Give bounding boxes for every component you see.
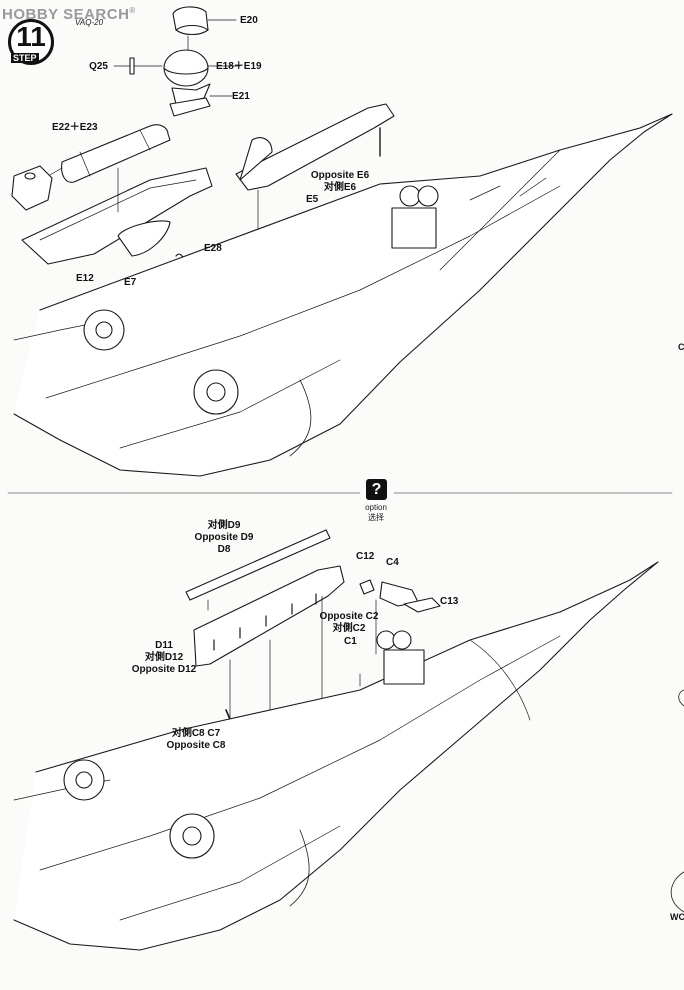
- fairing-e6: [235, 103, 395, 191]
- step-badge: 11 STEP: [8, 19, 62, 73]
- step-number: 11: [16, 21, 46, 52]
- fuselage-lower: [13, 561, 659, 951]
- edge-mark-wc: WC: [670, 912, 684, 922]
- pod-nose-e20: [172, 6, 237, 36]
- pod-mount-e21: [169, 83, 233, 117]
- label-c1: C1: [344, 636, 357, 647]
- label-e20: E20: [240, 15, 258, 26]
- edge-fragment: [678, 689, 684, 707]
- nose-gear-upper: [391, 185, 439, 249]
- label-zh-d12: 对側D12: [144, 652, 184, 663]
- panel-d8: [193, 565, 345, 667]
- nose-gear-lower: [376, 630, 425, 685]
- step-word: STEP: [11, 53, 39, 63]
- panel-d9: [185, 529, 331, 601]
- label-opposite-d9: Opposite D9: [194, 532, 254, 543]
- label-c13: C13: [440, 596, 459, 607]
- part-q25: [113, 57, 163, 75]
- option-label: option 选择: [365, 503, 387, 523]
- main-wheel-right: [193, 369, 239, 415]
- fuselage-upper: [13, 113, 673, 477]
- main-wheel-left: [83, 309, 125, 351]
- label-opposite-d12: Opposite D12: [131, 664, 197, 675]
- main-wheel-lower-left: [63, 759, 105, 801]
- label-c12: C12: [356, 551, 375, 562]
- top-note: VAQ-20: [75, 18, 104, 27]
- label-opposite-c8: Opposite C8: [166, 740, 226, 751]
- part-c13: [403, 597, 441, 613]
- label-zh-d9: 对側D9: [207, 520, 241, 531]
- label-e21: E21: [232, 91, 250, 102]
- label-zh-c8-c7: 对側C8 C7: [171, 728, 221, 739]
- option-icon: ?: [366, 479, 387, 500]
- label-e18-e19: E18＋E19: [216, 61, 262, 72]
- tank-endcap: [11, 165, 53, 211]
- label-q25: Q25: [89, 61, 108, 72]
- panel-e12: [21, 167, 213, 265]
- label-e12: E12: [76, 273, 94, 284]
- option-label-zh: 选择: [367, 513, 384, 522]
- part-c12: [359, 579, 375, 595]
- label-zh-e6: 对側E6: [323, 182, 357, 193]
- label-e7: E7: [124, 277, 137, 288]
- fuel-tank-e22-e23: [61, 124, 171, 183]
- label-opposite-c2: Opposite C2: [319, 611, 379, 622]
- label-c4: C4: [386, 557, 399, 568]
- label-opposite-e6: Opposite E6: [310, 170, 370, 181]
- edge-mark-c: C: [678, 342, 684, 352]
- main-wheel-lower-right: [169, 813, 215, 859]
- pod-body-e18-e19: [163, 49, 241, 87]
- label-e5: E5: [306, 194, 319, 205]
- watermark: HOBBY SEARCH®: [2, 6, 136, 23]
- label-zh-c2: 对側C2: [332, 623, 366, 634]
- option-label-en: option: [365, 503, 387, 512]
- label-d11: D11: [155, 640, 173, 651]
- label-d8: D8: [217, 544, 231, 555]
- label-e28: E28: [204, 243, 222, 254]
- edge-fragment: [670, 871, 684, 913]
- part-e7: [117, 220, 171, 257]
- label-e22-e23: E22＋E23: [52, 122, 98, 133]
